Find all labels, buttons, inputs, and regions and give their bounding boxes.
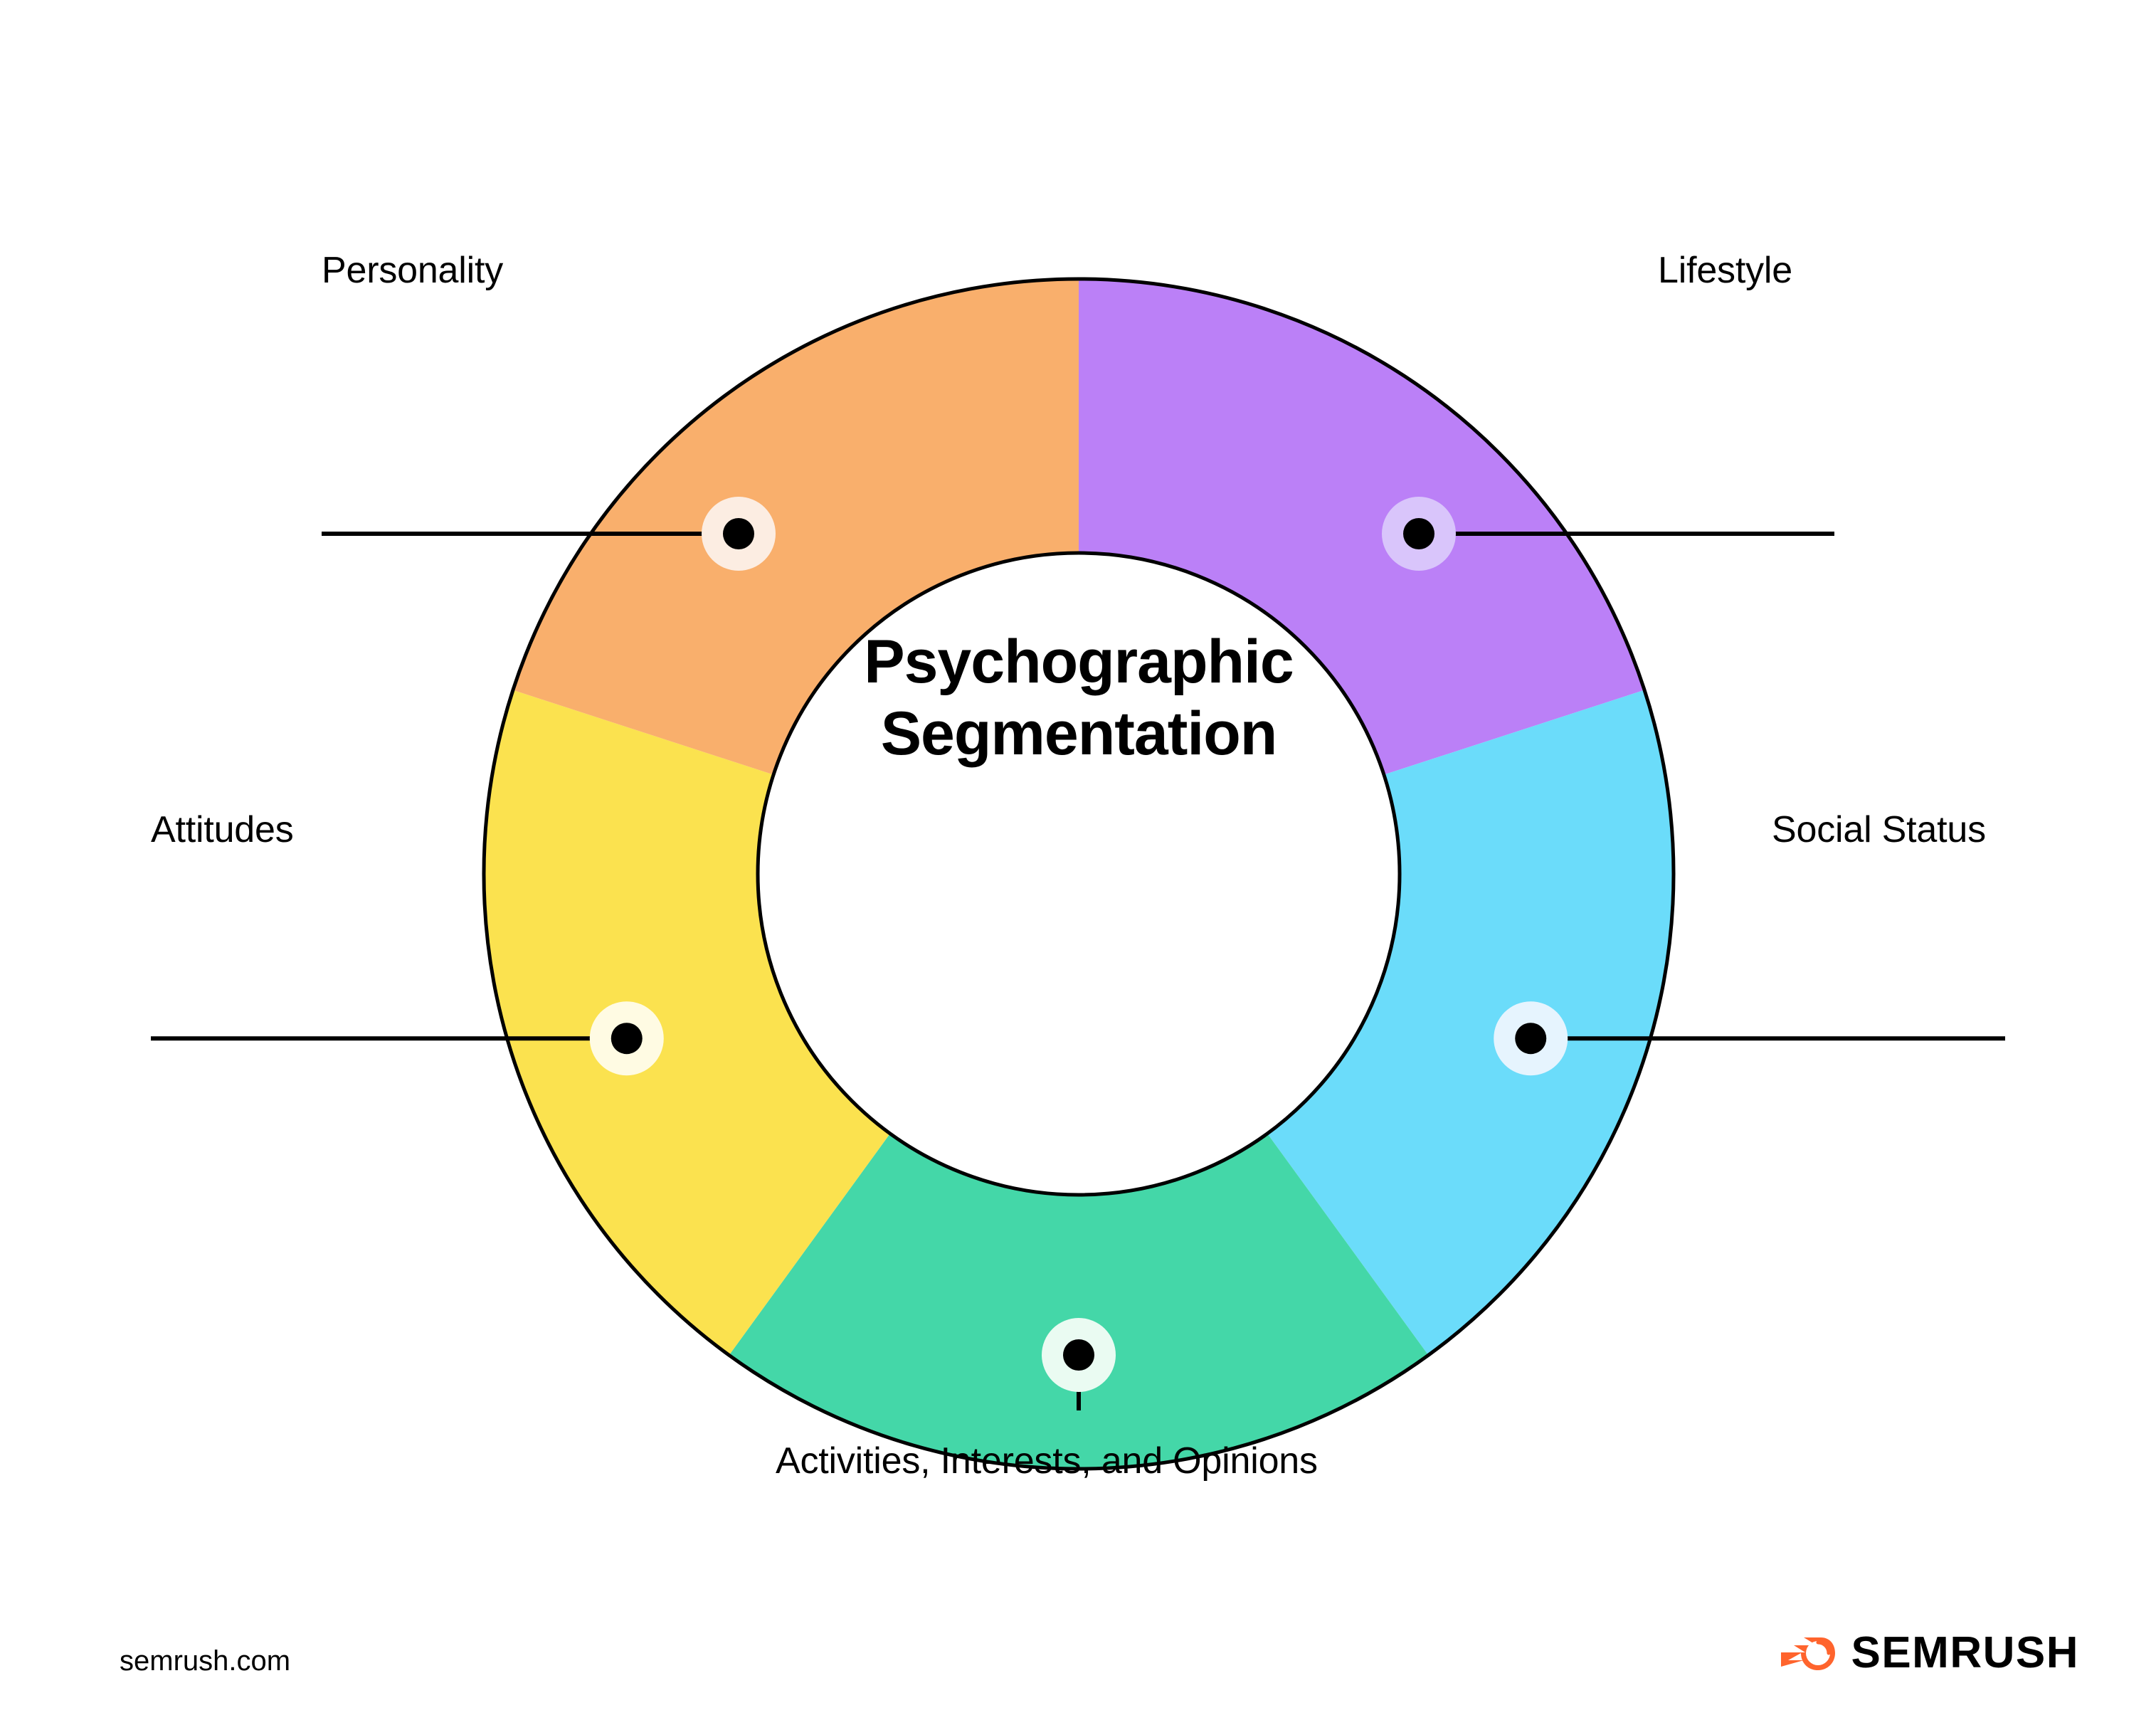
footer-url[interactable]: semrush.com [120,1645,291,1677]
segment-label-social-status: Social Status [1772,809,1986,850]
marker-dot-icon[interactable] [611,1023,643,1055]
segment-label-attitudes: Attitudes [151,809,294,850]
segment-label-personality: Personality [322,250,504,291]
donut-segment-social-status[interactable] [1267,690,1674,1356]
donut-segment-lifestyle[interactable] [1079,279,1645,775]
marker-dot-icon[interactable] [1515,1023,1547,1055]
donut-ring [482,277,1676,1471]
center-title-line1: Psychographic [864,628,1294,696]
donut-segment-activities-interests-and-opinions[interactable] [729,1133,1429,1469]
segment-label-lifestyle: Lifestyle [1658,250,1792,291]
donut-outer-edge [482,277,1676,1471]
semrush-logo: SEMRUSH [1780,1631,2079,1675]
marker-dot-icon[interactable] [1403,517,1435,549]
marker-dot-icon[interactable] [722,517,754,549]
donut-inner-edge [756,551,1402,1197]
semrush-comet-icon [1781,1637,1836,1670]
donut-segment-personality[interactable] [512,278,1079,775]
donut-segment-attitudes[interactable] [484,690,890,1356]
center-title-line2: Segmentation [880,700,1278,769]
connector-dots [589,496,1568,1392]
marker-dot-icon[interactable] [1063,1339,1094,1371]
segment-label-activities-interests-opinions: Activities, Interests, and Opinions [776,1440,1318,1482]
page-title: Psychographic Segmentation [759,626,1399,771]
semrush-wordmark: SEMRUSH [1851,1628,2079,1677]
